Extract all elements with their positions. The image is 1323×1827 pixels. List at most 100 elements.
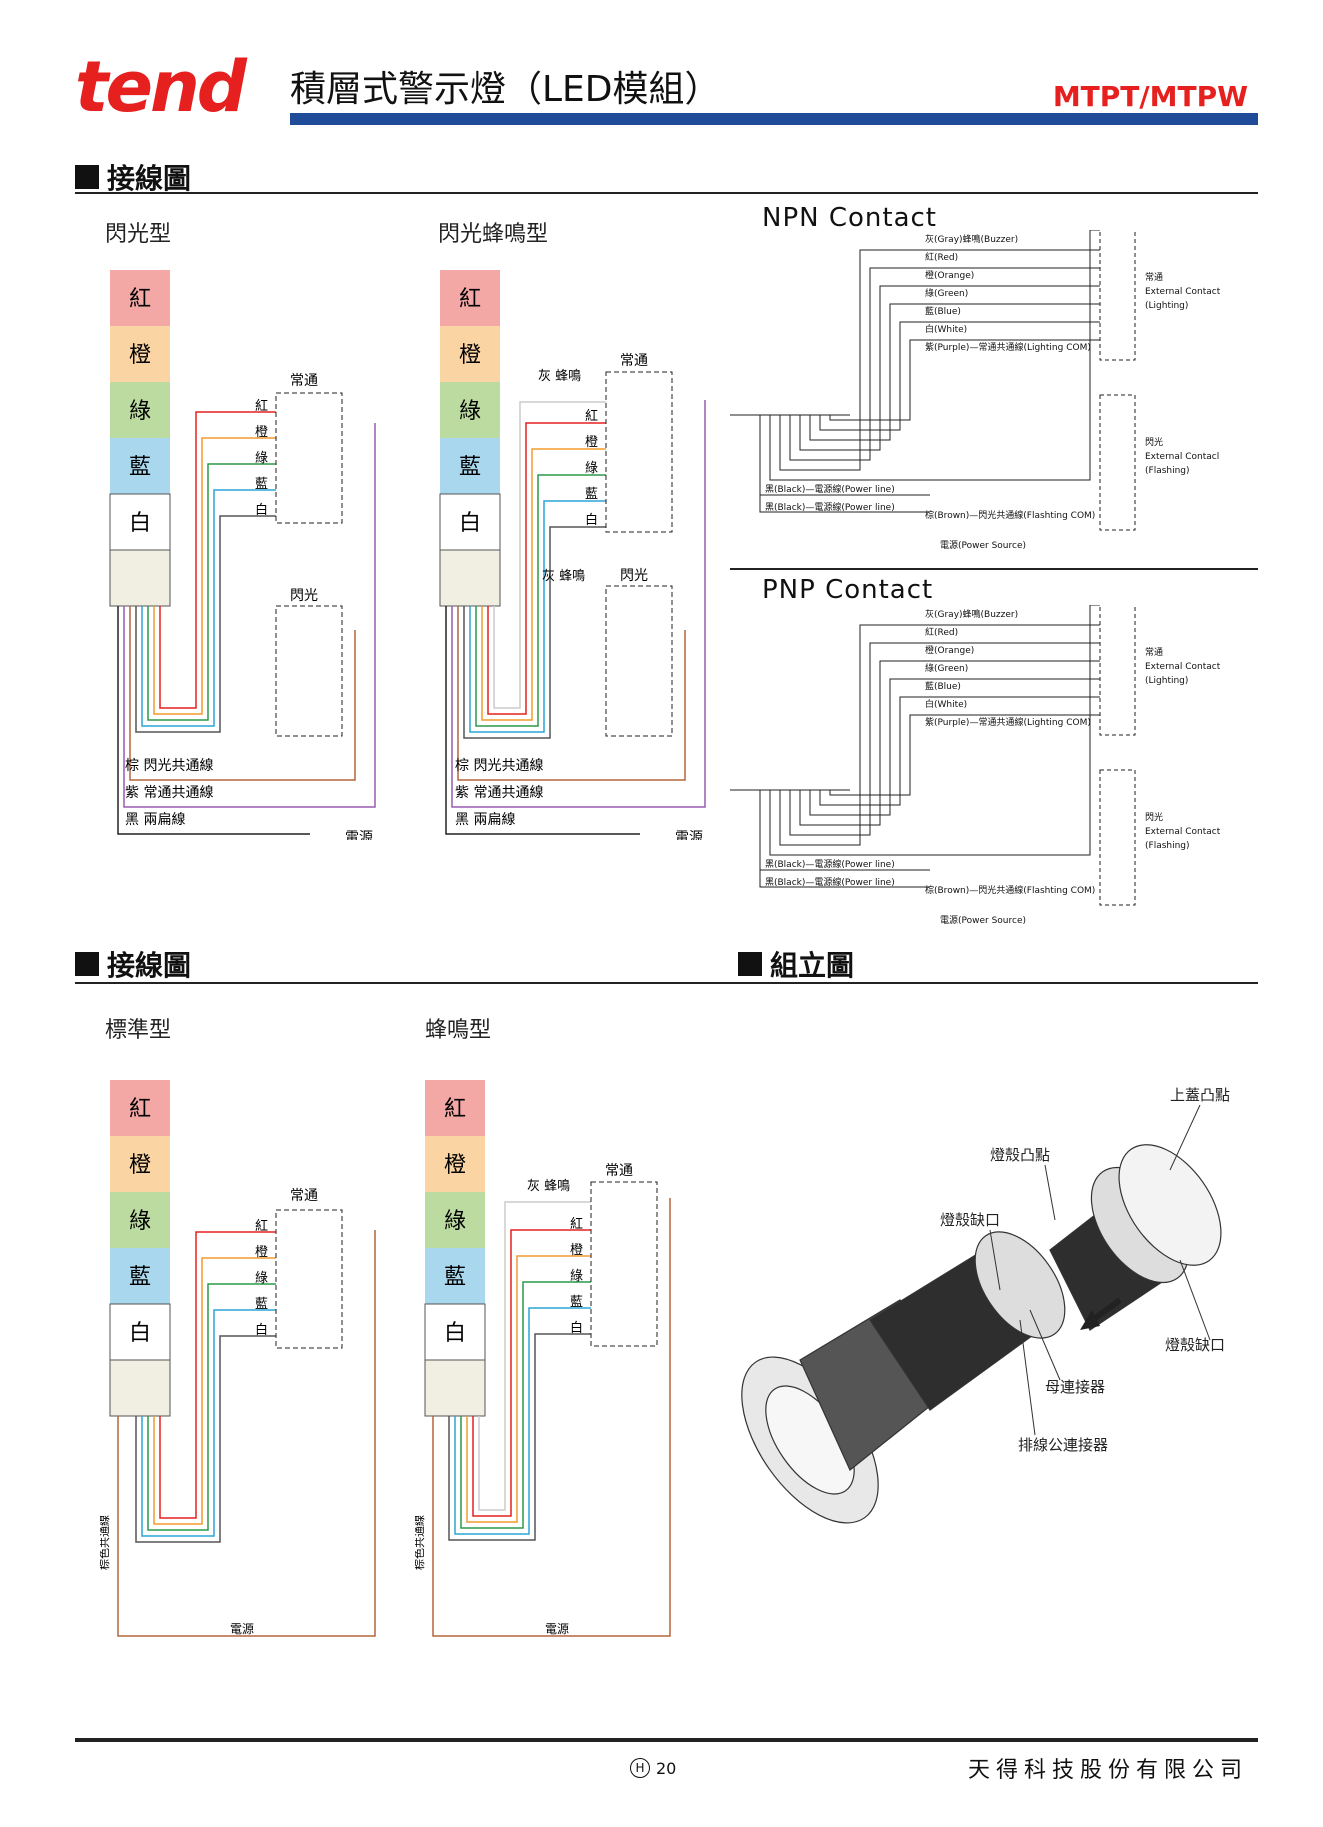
npn-ext-flashing-2: (Flashing) bbox=[1145, 466, 1190, 476]
pnp-wire-white: 白(White) bbox=[925, 698, 967, 710]
label-brown-com: 棕 閃光共通線 bbox=[125, 758, 213, 774]
label-normal: 常通 bbox=[605, 1163, 633, 1179]
npn-ext-lighting-0: 常通 bbox=[1145, 271, 1163, 283]
label-white: 白 bbox=[585, 512, 598, 528]
pnp-ext-flashing-1: External Contact bbox=[1145, 827, 1221, 837]
label-orange: 橙 bbox=[255, 425, 268, 440]
section-assembly-label: 組立圖 bbox=[770, 949, 855, 982]
npn-wire-orange: 橙(Orange) bbox=[925, 269, 974, 281]
label-orange: 橙 bbox=[570, 1243, 583, 1258]
normal-contact-box bbox=[275, 392, 343, 524]
pnp-black-2: 黑(Black)—電源線(Power line) bbox=[765, 876, 895, 888]
arrow-head-icon bbox=[1080, 1310, 1100, 1330]
label-normal: 常通 bbox=[290, 373, 318, 389]
label-green: 綠 bbox=[255, 1271, 268, 1286]
tower-white: 白 bbox=[444, 1321, 466, 1346]
h-circle-icon: H bbox=[630, 1758, 650, 1778]
label-black: 黑 兩扁線 bbox=[455, 812, 515, 828]
npn-wire-gray: 灰(Gray)蜂鳴(Buzzer) bbox=[925, 233, 1018, 245]
standard-wiring-diagram: 紅 橙 綠 藍 白 紅 橙 綠 藍 白 常通 棕色共通線 電源 bbox=[100, 1080, 376, 1637]
label-blue: 藍 bbox=[255, 477, 268, 492]
pnp-ext-lighting-1: External Contact bbox=[1145, 662, 1221, 672]
pnp-power-source: 電源(Power Source) bbox=[940, 915, 1026, 926]
tower-white: 白 bbox=[129, 511, 151, 536]
tower-orange: 橙 bbox=[459, 343, 481, 368]
tower-green: 綠 bbox=[459, 399, 481, 424]
section-wiring-1-label: 接線圖 bbox=[107, 162, 192, 195]
label-brown-common: 棕色共通線 bbox=[100, 1515, 111, 1570]
label-orange: 橙 bbox=[585, 435, 598, 450]
npn-wire-green: 綠(Green) bbox=[925, 287, 968, 299]
npn-power-source: 電源(Power Source) bbox=[940, 540, 1026, 551]
tower-orange: 橙 bbox=[129, 1153, 151, 1178]
label-white: 白 bbox=[255, 1322, 268, 1338]
pnp-flashing-contacts bbox=[1099, 769, 1136, 906]
header-rule bbox=[290, 113, 1258, 125]
label-orange: 橙 bbox=[255, 1245, 268, 1260]
panel-title-standard: 標準型 bbox=[105, 1018, 172, 1043]
tower-red: 紅 bbox=[129, 1097, 151, 1122]
label-green: 綠 bbox=[585, 461, 598, 476]
flash-contact-box bbox=[605, 585, 673, 737]
section-rule bbox=[75, 192, 1258, 194]
buzzer-wiring-diagram: 紅 橙 綠 藍 白 灰 蜂鳴 紅 橙 綠 藍 白 常通 棕色共通線 電源 bbox=[415, 1080, 671, 1637]
npn-wire-red: 紅(Red) bbox=[925, 252, 958, 263]
section-wiring-2: 接線圖 bbox=[75, 944, 191, 984]
normal-contact-box bbox=[590, 1181, 658, 1347]
label-shell-notch-right: 燈殼缺口 bbox=[1165, 1336, 1225, 1354]
label-normal: 常通 bbox=[290, 1188, 318, 1204]
npn-wire-blue: 藍(Blue) bbox=[925, 305, 961, 317]
npn-black-1: 黑(Black)—電源線(Power line) bbox=[765, 483, 895, 495]
label-white: 白 bbox=[255, 502, 268, 518]
label-red: 紅 bbox=[585, 409, 598, 424]
pnp-wire-purple: 紫(Purple)—常通共通線(Lighting COM) bbox=[925, 716, 1091, 728]
tower-white: 白 bbox=[459, 511, 481, 536]
section-wiring-2-label: 接線圖 bbox=[107, 949, 192, 982]
tower-orange: 橙 bbox=[444, 1153, 466, 1178]
pnp-wire-brown: 棕(Brown)—閃光共通線(Flashting COM) bbox=[925, 884, 1095, 896]
label-blue: 藍 bbox=[585, 487, 598, 502]
pnp-ext-flashing-2: (Flashing) bbox=[1145, 841, 1190, 851]
pnp-contact-diagram: 灰(Gray)蜂鳴(Buzzer) 紅(Red) 橙(Orange) 綠(Gre… bbox=[730, 605, 1221, 926]
npn-pnp-divider bbox=[730, 568, 1258, 570]
label-flash: 閃光 bbox=[620, 568, 648, 584]
section-rule-2 bbox=[75, 982, 1258, 984]
section-assembly: 組立圖 bbox=[738, 944, 854, 984]
npn-ext-flashing-1: External Contacl bbox=[1145, 452, 1219, 462]
npn-flashing-contacts bbox=[1099, 394, 1136, 531]
pnp-ext-flashing-0: 閃光 bbox=[1145, 811, 1163, 823]
label-top-bump: 上蓋凸點 bbox=[1170, 1086, 1230, 1104]
label-white: 白 bbox=[570, 1320, 583, 1336]
pnp-wire-orange: 橙(Orange) bbox=[925, 644, 974, 656]
pnp-lighting-contacts bbox=[1099, 605, 1136, 736]
label-female-connector: 母連接器 bbox=[1045, 1378, 1105, 1396]
tower-blue: 藍 bbox=[459, 455, 481, 480]
label-power: 電源 bbox=[345, 830, 373, 840]
label-male-connector: 排線公連接器 bbox=[1018, 1436, 1108, 1454]
flash-contact-box bbox=[275, 605, 343, 737]
label-red: 紅 bbox=[570, 1217, 583, 1232]
assembly-drawing: 上蓋凸點 燈殼凸點 燈殼缺口 燈殼缺口 母連接器 排線公連接器 bbox=[741, 1086, 1230, 1524]
pnp-wire-gray: 灰(Gray)蜂鳴(Buzzer) bbox=[925, 608, 1018, 620]
tower-green: 綠 bbox=[129, 399, 151, 424]
flash-buzzer-wiring-diagram: 紅 橙 綠 藍 白 灰 蜂鳴 紅 橙 綠 藍 白 常通 灰 蜂鳴 閃光 棕 閃光… bbox=[439, 270, 706, 840]
tower-white: 白 bbox=[129, 1321, 151, 1346]
tower-red: 紅 bbox=[459, 287, 481, 312]
npn-wire-white: 白(White) bbox=[925, 323, 967, 335]
label-brown-common: 棕色共通線 bbox=[415, 1515, 426, 1570]
pnp-wire-red: 紅(Red) bbox=[925, 627, 958, 638]
normal-contact-box bbox=[605, 371, 673, 533]
npn-ext-lighting-2: (Lighting) bbox=[1145, 301, 1188, 311]
brand-logo: tend bbox=[75, 46, 247, 128]
panel-title-flash: 閃光型 bbox=[105, 222, 172, 247]
section-square-icon bbox=[75, 952, 99, 976]
pnp-wire-green: 綠(Green) bbox=[925, 662, 968, 674]
flash-wiring-diagram: 紅 橙 綠 藍 白 紅 橙 綠 藍 白 常通 閃光 棕 閃光共通線 紫 常通共通… bbox=[109, 270, 376, 840]
label-green: 綠 bbox=[255, 451, 268, 466]
company-name: 天得科技股份有限公司 bbox=[967, 1758, 1248, 1783]
label-green: 綠 bbox=[570, 1269, 583, 1284]
npn-lighting-contacts bbox=[1099, 230, 1136, 361]
tower-blue: 藍 bbox=[444, 1265, 466, 1290]
label-blue: 藍 bbox=[255, 1297, 268, 1312]
label-power: 電源 bbox=[230, 1622, 254, 1636]
